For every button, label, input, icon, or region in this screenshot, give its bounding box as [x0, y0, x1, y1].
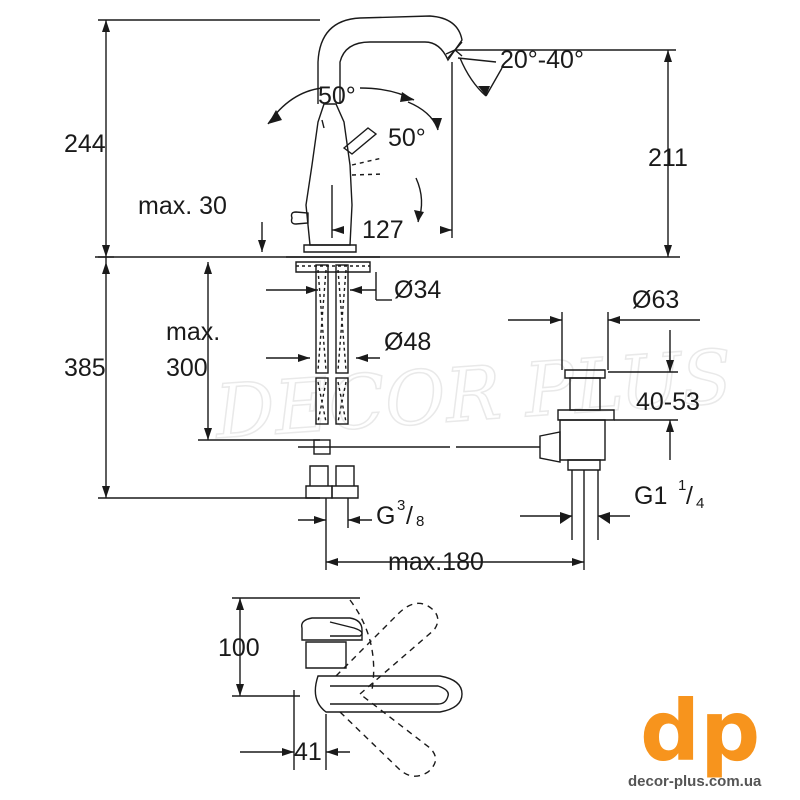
label-g38-den: 8: [416, 513, 424, 530]
label-dia63: Ø63: [632, 286, 679, 314]
arrowheads: [102, 20, 674, 756]
label-41: 41: [294, 738, 322, 766]
fitting-left: [305, 465, 333, 499]
label-g38-slash: /: [406, 502, 413, 530]
waste-top: [564, 369, 606, 379]
label-40-53: 40-53: [636, 388, 700, 416]
label-dia34: Ø34: [394, 276, 441, 304]
topview-lever-swing-down: [339, 693, 437, 777]
dimension-labels: 244 211 50° 50° 20°-40° max. 30 127 Ø34 …: [64, 46, 704, 766]
website-text: decor-plus.com.ua: [628, 773, 762, 790]
waste-connector: [539, 431, 561, 463]
hose-right-lower: [335, 377, 349, 425]
hose-left-lower: [315, 377, 329, 425]
label-244: 244: [64, 130, 106, 158]
label-spout-swivel: 20°-40°: [500, 46, 584, 74]
topview-lever-inner: [330, 685, 449, 705]
hose-left: [315, 264, 329, 374]
fitting-right: [331, 465, 359, 499]
brand-logo: dp decor-plus.com.ua: [628, 682, 762, 790]
topview-body: [305, 641, 347, 669]
waste-lower: [559, 419, 606, 461]
label-127: 127: [362, 216, 404, 244]
popup-knob: [290, 211, 309, 225]
spout-swivel-arc: [459, 57, 487, 97]
spout-swivel-leader2: [457, 57, 497, 63]
lever-open-dash: [351, 157, 385, 176]
label-angle-side: 50°: [388, 124, 426, 152]
faucet-body: [305, 103, 353, 246]
topview-spout: [301, 617, 363, 641]
mount-nut: [295, 261, 371, 273]
outline-layer: [95, 15, 700, 777]
label-max: max.: [166, 318, 220, 346]
logo-text: dp: [640, 682, 760, 780]
label-211: 211: [648, 144, 688, 172]
faucet-spout: [317, 15, 463, 104]
label-100: 100: [218, 634, 260, 662]
topview-arc: [349, 599, 375, 691]
label-g38-num: 3: [397, 497, 405, 514]
faucet-base: [303, 244, 357, 253]
label-g38: G: [376, 502, 395, 530]
label-max30: max. 30: [138, 192, 227, 220]
label-300: 300: [166, 354, 208, 382]
label-angle-back: 50°: [318, 82, 356, 110]
lever-closed: [321, 119, 325, 129]
label-dia48: Ø48: [384, 328, 431, 356]
label-g114-num: 1: [678, 477, 686, 494]
lever-open: [342, 127, 378, 155]
label-g114-den: 4: [696, 495, 704, 512]
topview-lever-top: [329, 621, 363, 637]
spout-swivel-leader: [485, 67, 503, 97]
label-g114: G1: [634, 482, 667, 510]
topview-lever: [314, 675, 463, 713]
label-385: 385: [64, 354, 106, 382]
hose-right: [335, 264, 349, 374]
spout-tip: [445, 49, 463, 57]
topview-lever-swing-up: [335, 602, 439, 695]
label-max180: max.180: [388, 548, 484, 576]
label-g114-slash: /: [686, 482, 693, 510]
